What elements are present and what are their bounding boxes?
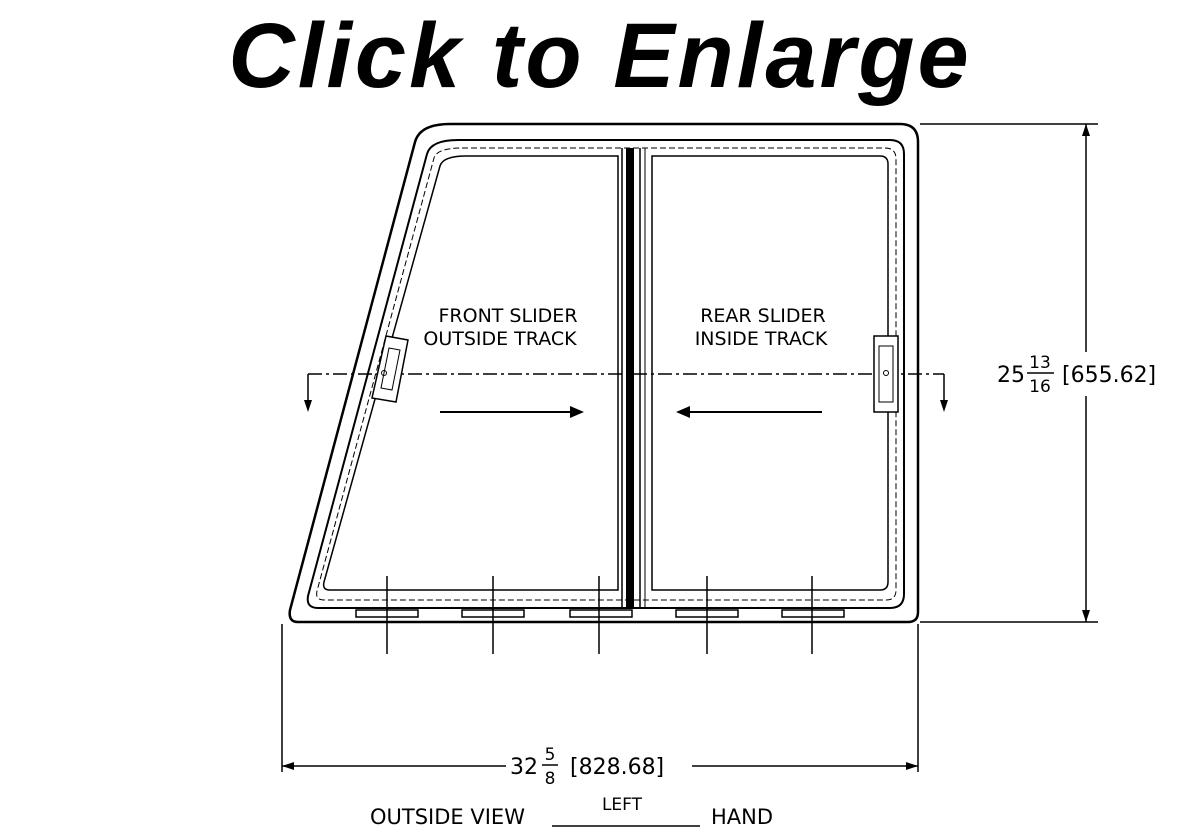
height-whole: 25 (997, 363, 1025, 388)
rear-latch (873, 335, 899, 413)
center-divider (626, 148, 634, 608)
caption-prefix: OUTSIDE VIEW (370, 805, 525, 829)
height-arrow-top (1082, 124, 1090, 136)
caption-side: LEFT (602, 795, 643, 815)
front-slide-arrow-head (570, 406, 584, 418)
drain-slot (781, 609, 845, 618)
rear-slide-arrow-head (676, 406, 690, 418)
width-arrow-right (906, 762, 918, 770)
width-denominator: 8 (545, 769, 556, 789)
width-numerator: 5 (545, 745, 556, 765)
window-frame-inner (306, 139, 905, 609)
caption-suffix: HAND (711, 805, 773, 829)
drain-slots (355, 609, 845, 618)
front-latch (371, 335, 409, 403)
width-arrow-left (282, 762, 294, 770)
front-slider-label-line1: FRONT SLIDER (438, 305, 577, 327)
height-metric: [655.62] (1062, 363, 1156, 388)
rear-glass-outline (651, 155, 889, 591)
front-glass-outline (322, 155, 619, 591)
drain-slot (569, 609, 633, 618)
window-frame-outer (288, 122, 920, 624)
rear-slider-label-line2: INSIDE TRACK (695, 328, 828, 350)
drain-center-lines (386, 576, 813, 654)
front-slider-label-line2: OUTSIDE TRACK (423, 328, 577, 350)
height-numerator: 13 (1029, 353, 1051, 373)
width-whole: 32 (510, 755, 538, 780)
rear-slider-label-line1: REAR SLIDER (700, 305, 826, 327)
height-arrow-bottom (1082, 610, 1090, 622)
width-metric: [828.68] (570, 755, 664, 780)
height-label-bg (994, 352, 1184, 396)
section-arrow-right (940, 400, 948, 412)
seal-dashed-line (316, 147, 897, 601)
click-to-enlarge-heading[interactable]: Click to Enlarge (228, 5, 972, 107)
width-label-bg (506, 742, 692, 786)
height-denominator: 16 (1029, 377, 1051, 397)
section-arrow-left (304, 400, 312, 412)
